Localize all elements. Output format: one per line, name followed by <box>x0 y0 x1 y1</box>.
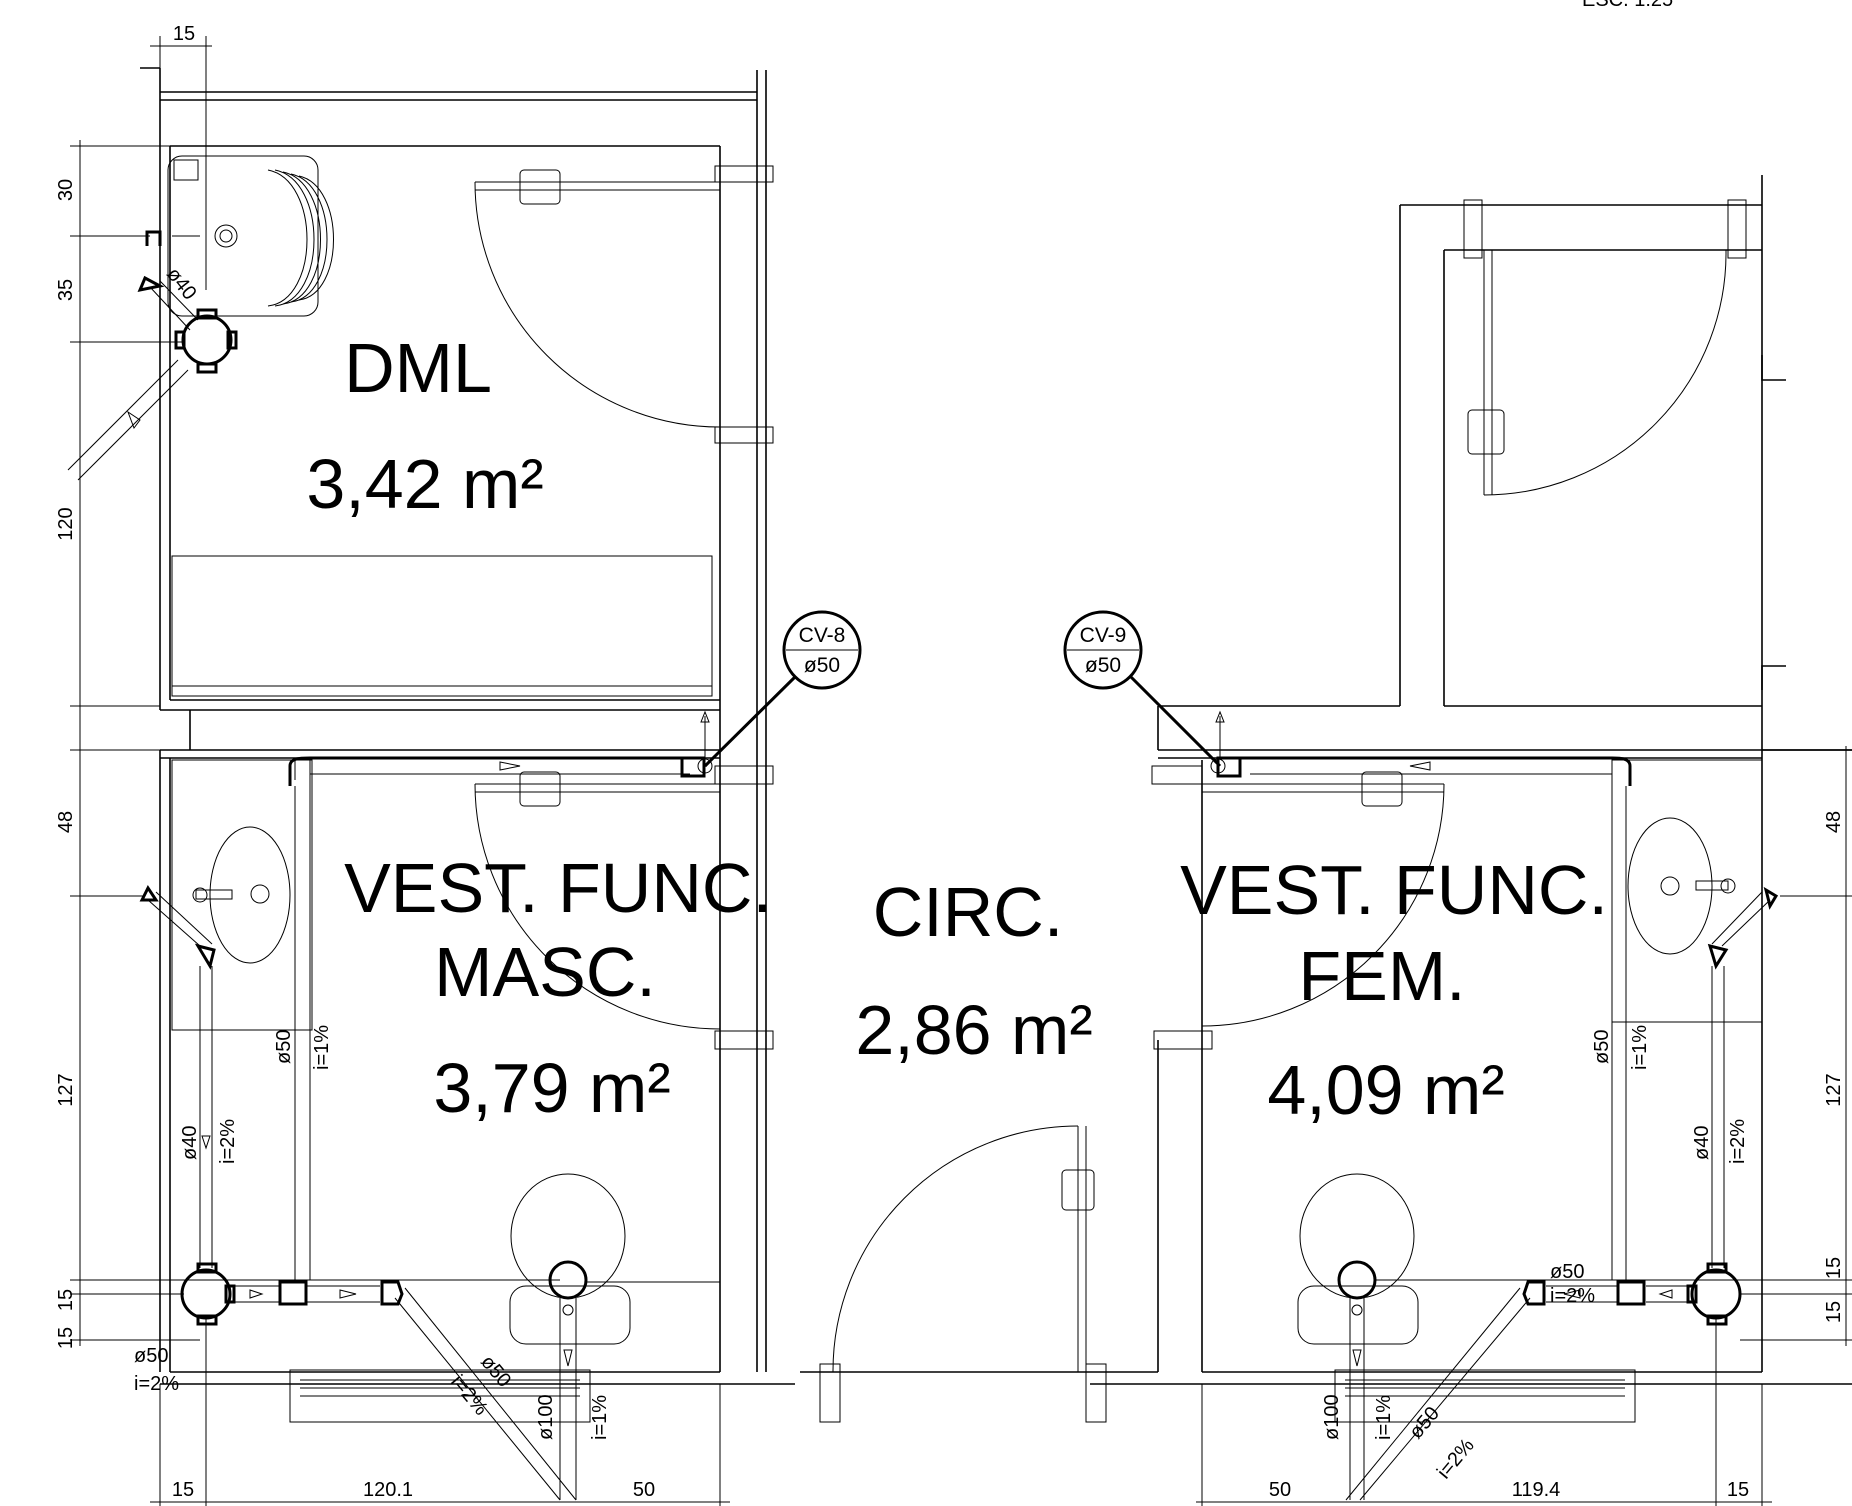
fem-area: 4,09 m² <box>1267 1051 1504 1129</box>
fixtures <box>167 155 1763 1423</box>
dim-left-5: 15 <box>55 1289 77 1311</box>
masc-wc-label: ø100 <box>535 1394 557 1440</box>
masc-vent-slope: i=1% <box>311 1025 333 1070</box>
fem-vent-slope: i=1% <box>1629 1025 1651 1070</box>
dimension-lines: 15 30 35 120 48 127 15 15 48 127 15 15 1… <box>55 23 1852 1506</box>
dim-left-6: 15 <box>55 1327 77 1349</box>
fem-box-in-slope: i=2% <box>1550 1285 1595 1307</box>
dim-bottom-left-0: 15 <box>172 1479 194 1501</box>
fem-diag-label: ø50 <box>1405 1403 1444 1444</box>
fem-name-line1: VEST. FUNC. <box>1180 851 1608 929</box>
dim-left-2: 120 <box>55 507 77 540</box>
masc-diag-label: ø50 <box>476 1351 515 1392</box>
walls <box>140 67 1852 1385</box>
masc-box-out-label: ø50 <box>134 1345 168 1367</box>
scale-label: ESC. 1:25 <box>1582 0 1673 11</box>
masc-drain-slope: i=2% <box>217 1119 239 1164</box>
dim-right-2: 15 <box>1823 1257 1845 1279</box>
fem-inspection-box-icon <box>1690 1268 1742 1320</box>
dim-top: 15 <box>173 23 195 45</box>
masc-wc-slope: i=1% <box>589 1395 611 1440</box>
vent-tag-cv9: CV-9 ø50 <box>1063 610 1222 768</box>
dml-name: DML <box>344 329 492 407</box>
plumbing <box>67 230 1852 1501</box>
circ-name: CIRC. <box>873 873 1064 951</box>
fem-box-in-label: ø50 <box>1550 1261 1584 1283</box>
cv9-diameter: ø50 <box>1085 654 1121 677</box>
masc-name-line2: MASC. <box>434 933 656 1011</box>
doors <box>474 165 1747 1423</box>
fem-name-line2: FEM. <box>1298 937 1465 1015</box>
masc-inspection-box-icon <box>180 1268 232 1320</box>
dml-area: 3,42 m² <box>306 445 543 523</box>
dim-bottom-right-2: 15 <box>1727 1479 1749 1501</box>
fem-wc-drain-icon <box>1337 1260 1377 1300</box>
fem-wc-label: ø100 <box>1321 1394 1343 1440</box>
masc-name-line1: VEST. FUNC. <box>344 849 772 927</box>
cv9-id: CV-9 <box>1080 624 1127 647</box>
dim-bottom-right-1: 119.4 <box>1512 1479 1561 1501</box>
room-labels: DML 3,42 m² VEST. FUNC. MASC. 3,79 m² CI… <box>306 329 1608 1129</box>
dim-right-3: 15 <box>1823 1301 1845 1323</box>
masc-area: 3,79 m² <box>433 1049 670 1127</box>
dim-right-0: 48 <box>1823 811 1845 833</box>
masc-drain-label: ø40 <box>179 1126 201 1160</box>
fem-vent-label: ø50 <box>1591 1030 1613 1064</box>
masc-diag-slope: i=2% <box>446 1371 492 1420</box>
dim-bottom-left-2: 50 <box>633 1479 655 1501</box>
dim-left-3: 48 <box>55 811 77 833</box>
dml-inspection-box-icon <box>181 314 233 366</box>
cv8-diameter: ø50 <box>804 654 840 677</box>
fem-diag-slope: i=2% <box>1433 1434 1479 1483</box>
vent-tag-cv8: CV-8 ø50 <box>703 610 862 768</box>
fem-drain-label: ø40 <box>1691 1126 1713 1160</box>
dim-bottom-right-0: 50 <box>1269 1479 1291 1501</box>
fem-drain-slope: i=2% <box>1727 1119 1749 1164</box>
circ-area: 2,86 m² <box>855 991 1092 1069</box>
dim-bottom-left-1: 120.1 <box>363 1479 413 1501</box>
masc-vent-label: ø50 <box>273 1030 295 1064</box>
fem-wc-slope: i=1% <box>1373 1395 1395 1440</box>
dim-left-1: 35 <box>55 279 77 301</box>
dim-right-1: 127 <box>1823 1073 1845 1106</box>
dim-left-4: 127 <box>55 1073 77 1106</box>
masc-box-out-slope: i=2% <box>134 1373 179 1395</box>
cv8-id: CV-8 <box>799 624 846 647</box>
dim-left-0: 30 <box>55 179 77 201</box>
